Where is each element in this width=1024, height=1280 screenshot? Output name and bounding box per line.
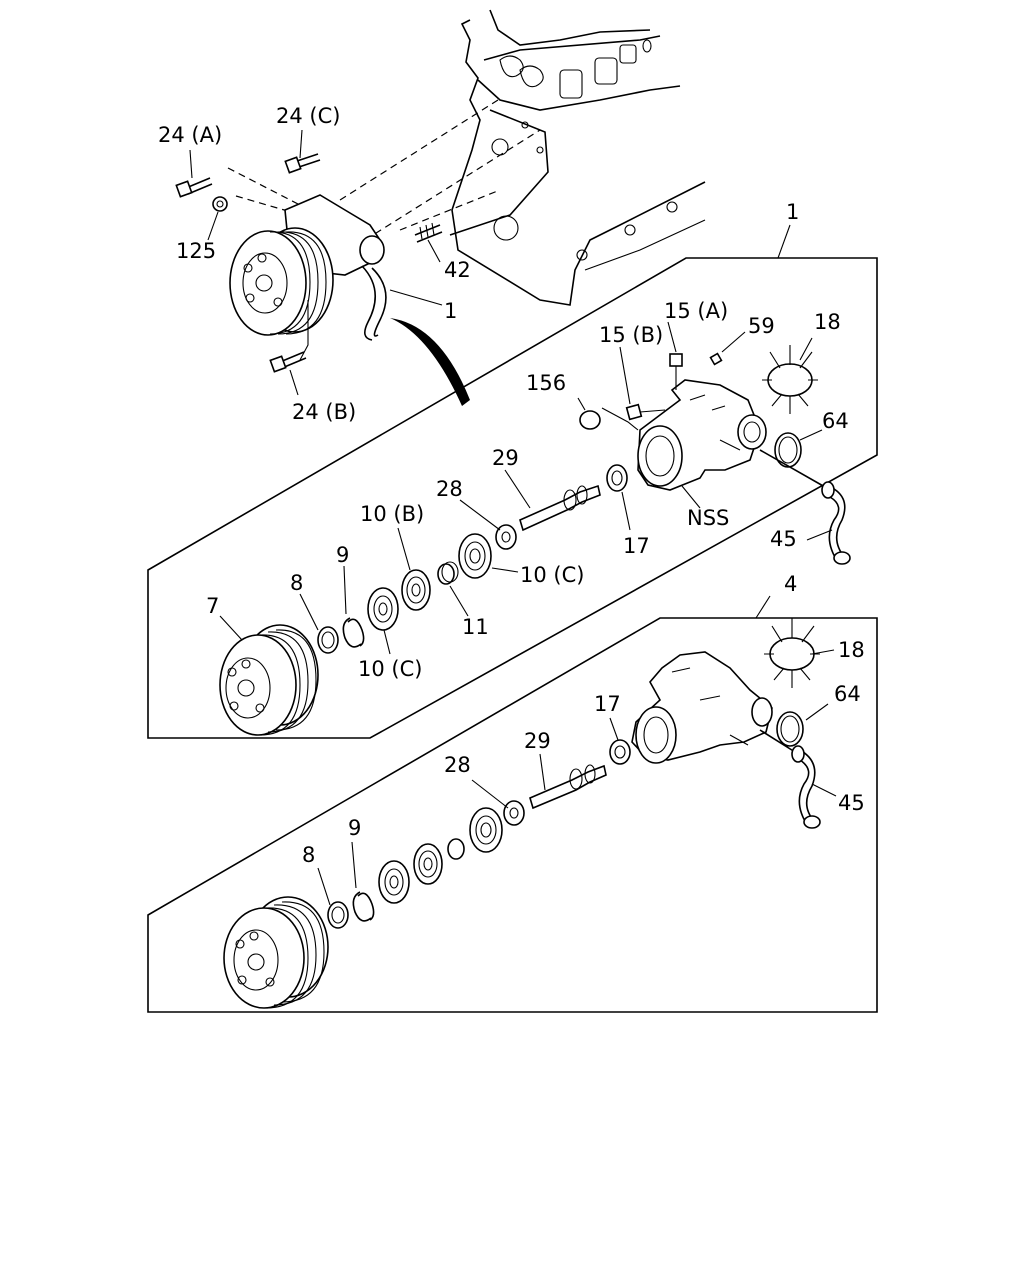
impeller-icon (764, 618, 820, 688)
label-nss: NSS (687, 506, 729, 530)
installed-pump-assembly (175, 99, 541, 406)
label-11: 11 (462, 615, 489, 639)
label-45-group1: 45 (770, 527, 797, 551)
label-24b: 24 (B) (292, 400, 356, 424)
label-4-group: 4 (784, 572, 797, 596)
label-28-group1: 28 (436, 477, 463, 501)
label-18-group1: 18 (814, 310, 841, 334)
part-labels: 24 (A) 24 (C) 125 42 1 24 (B) 1 15 (A) 1… (158, 104, 865, 867)
label-9-group1: 9 (336, 543, 349, 567)
label-1-top: 1 (444, 299, 457, 323)
impeller-icon (762, 345, 818, 414)
label-29-group1: 29 (492, 446, 519, 470)
label-156: 156 (526, 371, 566, 395)
label-17-group1: 17 (623, 534, 650, 558)
group-4-parts (223, 618, 837, 1009)
label-9-group4: 9 (348, 816, 361, 840)
label-10b: 10 (B) (360, 502, 424, 526)
label-15b: 15 (B) (599, 323, 663, 347)
group-1-parts (219, 321, 851, 736)
label-10c-upper: 10 (C) (520, 563, 584, 587)
label-59: 59 (748, 314, 775, 338)
label-29-group4: 29 (524, 729, 551, 753)
label-64-group4: 64 (834, 682, 861, 706)
label-64-group1: 64 (822, 409, 849, 433)
label-24a: 24 (A) (158, 123, 222, 147)
engine-block (449, 9, 706, 306)
label-24c: 24 (C) (276, 104, 340, 128)
label-8-group4: 8 (302, 843, 315, 867)
label-10c-lower: 10 (C) (358, 657, 422, 681)
label-7: 7 (206, 594, 219, 618)
group-4-panel (147, 595, 878, 1013)
label-8-group1: 8 (290, 571, 303, 595)
label-1-group: 1 (786, 200, 799, 224)
label-42: 42 (444, 258, 471, 282)
group-1-panel (147, 224, 878, 739)
label-18-group4: 18 (838, 638, 865, 662)
label-125: 125 (176, 239, 216, 263)
label-45-group4: 45 (838, 791, 865, 815)
label-17-group4: 17 (594, 692, 621, 716)
label-28-group4: 28 (444, 753, 471, 777)
label-15a: 15 (A) (664, 299, 728, 323)
